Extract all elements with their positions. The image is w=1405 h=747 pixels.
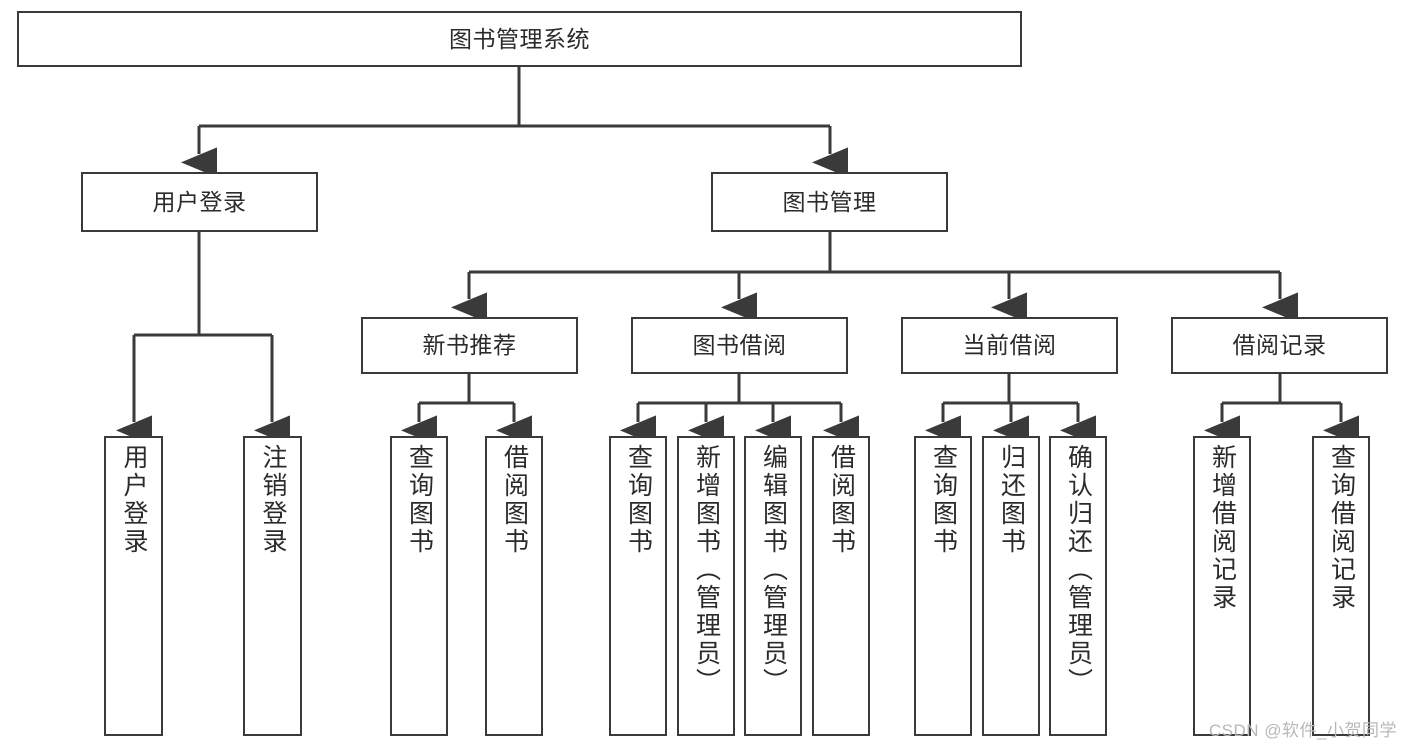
- node-leaf-confirm-return[interactable]: 确认归还（管理员）: [1049, 436, 1107, 736]
- node-current-borrow-label: 当前借阅: [962, 332, 1057, 359]
- node-leaf-logout-label: 注销登录: [259, 444, 287, 556]
- node-book-management[interactable]: 图书管理: [711, 172, 948, 232]
- node-borrow-record[interactable]: 借阅记录: [1171, 317, 1388, 374]
- node-leaf-edit-book-label: 编辑图书（管理员）: [759, 444, 788, 696]
- node-leaf-edit-book[interactable]: 编辑图书（管理员）: [744, 436, 802, 736]
- node-book-management-label: 图书管理: [782, 188, 877, 215]
- node-book-borrow-label: 图书借阅: [692, 332, 787, 359]
- node-leaf-query-record-label: 查询借阅记录: [1327, 444, 1356, 612]
- node-leaf-query-book-3[interactable]: 查询图书: [914, 436, 972, 736]
- node-leaf-user-login-label: 用户登录: [120, 444, 148, 556]
- node-leaf-query-book-2[interactable]: 查询图书: [609, 436, 667, 736]
- node-current-borrow[interactable]: 当前借阅: [901, 317, 1118, 374]
- node-leaf-query-record[interactable]: 查询借阅记录: [1312, 436, 1370, 736]
- node-book-borrow[interactable]: 图书借阅: [631, 317, 848, 374]
- node-leaf-return-book[interactable]: 归还图书: [982, 436, 1040, 736]
- node-leaf-user-login[interactable]: 用户登录: [104, 436, 163, 736]
- node-user-login[interactable]: 用户登录: [81, 172, 318, 232]
- node-leaf-query-book-1[interactable]: 查询图书: [390, 436, 448, 736]
- node-borrow-record-label: 借阅记录: [1232, 332, 1327, 359]
- node-leaf-query-book-3-label: 查询图书: [929, 444, 958, 556]
- node-new-book-recommend[interactable]: 新书推荐: [361, 317, 578, 374]
- node-leaf-confirm-return-label: 确认归还（管理员）: [1064, 444, 1093, 696]
- node-root[interactable]: 图书管理系统: [17, 11, 1022, 67]
- node-leaf-borrow-book-1[interactable]: 借阅图书: [485, 436, 543, 736]
- node-leaf-add-record[interactable]: 新增借阅记录: [1193, 436, 1251, 736]
- node-leaf-borrow-book-2-label: 借阅图书: [827, 444, 856, 556]
- node-leaf-add-record-label: 新增借阅记录: [1208, 444, 1237, 612]
- node-leaf-borrow-book-2[interactable]: 借阅图书: [812, 436, 870, 736]
- node-leaf-add-book[interactable]: 新增图书（管理员）: [677, 436, 735, 736]
- node-leaf-logout[interactable]: 注销登录: [243, 436, 302, 736]
- node-leaf-return-book-label: 归还图书: [997, 444, 1026, 556]
- node-root-label: 图书管理系统: [449, 25, 590, 52]
- node-leaf-add-book-label: 新增图书（管理员）: [692, 444, 721, 696]
- node-user-login-label: 用户登录: [152, 188, 247, 215]
- node-leaf-query-book-1-label: 查询图书: [405, 444, 434, 556]
- node-leaf-query-book-2-label: 查询图书: [624, 444, 653, 556]
- node-new-book-recommend-label: 新书推荐: [422, 332, 517, 359]
- node-leaf-borrow-book-1-label: 借阅图书: [500, 444, 529, 556]
